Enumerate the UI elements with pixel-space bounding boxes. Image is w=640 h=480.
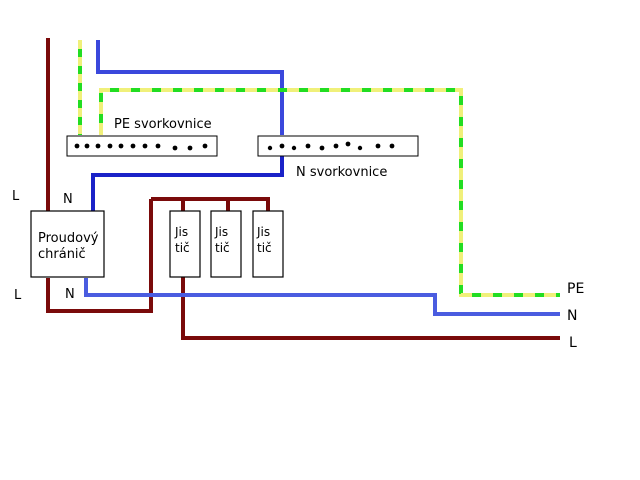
breaker-3: Jis tič (252, 210, 284, 278)
phase-output-wire (181, 276, 560, 340)
rcd-output-n-label: N (65, 287, 75, 302)
rcd-label-line1: Proudový (38, 231, 99, 246)
n-terminal-block: N svorkovnice (257, 135, 419, 180)
neutral-supply-wire (96, 40, 284, 135)
residual-current-device: Proudový chránič (30, 210, 105, 278)
neutral-wires (84, 40, 560, 316)
n-block-label: N svorkovnice (296, 165, 387, 180)
phase-rcd-output-wire (46, 199, 153, 313)
pe-block-label: PE svorkovnice (114, 117, 212, 132)
neutral-rcd-output-wire (84, 278, 560, 316)
breaker-1: Jis tič (169, 210, 201, 278)
pe-terminal-screws (74, 143, 208, 151)
rcd-label-line2: chránič (38, 247, 86, 262)
breaker-2: Jis tič (210, 210, 242, 278)
output-pe-label: PE (567, 281, 584, 297)
rcd-input-n-label: N (63, 192, 73, 207)
neutral-block-to-rcd-wire (91, 156, 284, 212)
breaker-1-label-line1: Jis (174, 225, 188, 239)
breaker-1-label-line2: tič (175, 241, 190, 255)
breaker-2-label-line1: Jis (214, 225, 228, 239)
breaker-2-label-line2: tič (215, 241, 230, 255)
n-terminal-screws (267, 141, 395, 151)
pe-terminal-block: PE svorkovnice (66, 117, 218, 157)
breaker-3-label-line1: Jis (256, 225, 270, 239)
pe-main-wire (99, 88, 560, 297)
output-n-label: N (567, 308, 577, 324)
pe-wires (78, 40, 560, 297)
output-l-label: L (569, 335, 577, 351)
rcd-input-l-label: L (12, 189, 20, 204)
breaker-3-label-line2: tič (257, 241, 272, 255)
rcd-output-l-label: L (14, 288, 22, 303)
